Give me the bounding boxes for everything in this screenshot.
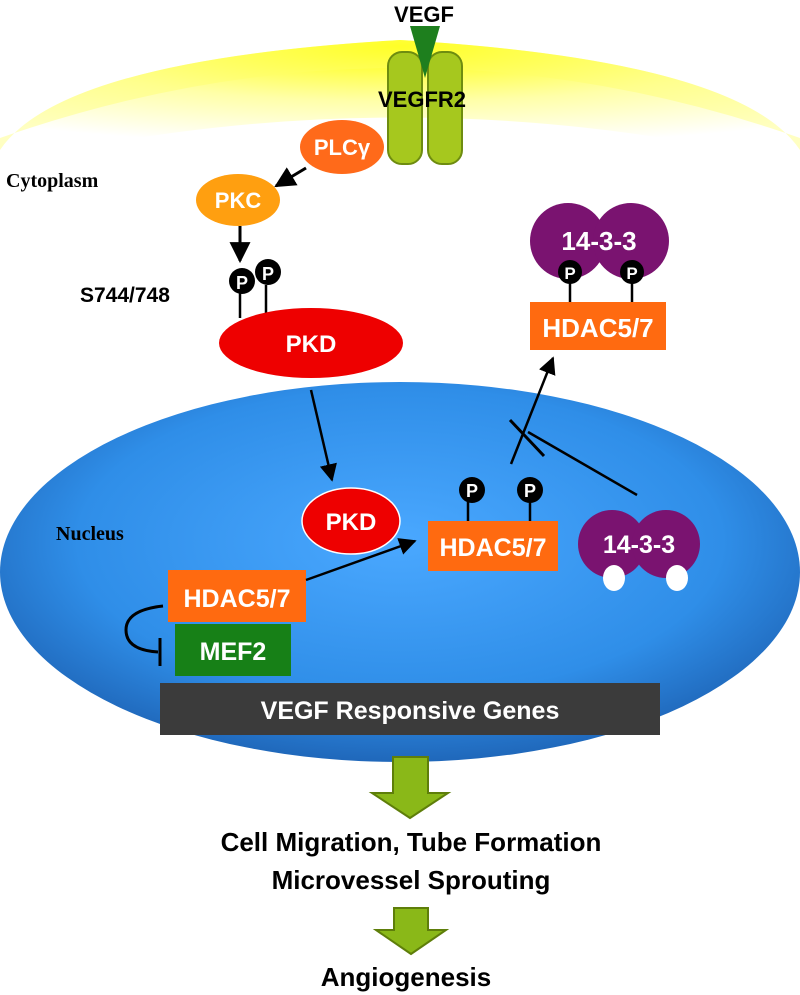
- cytoplasm-label: Cytoplasm: [6, 170, 99, 192]
- phosphosite-label: S744/748: [80, 284, 170, 307]
- vegfr2-receptor: [387, 26, 463, 165]
- svg-text:14-3-3: 14-3-3: [603, 531, 675, 559]
- svg-text:HDAC5/7: HDAC5/7: [184, 585, 291, 613]
- hdac-phospho-node: P P HDAC5/7: [428, 477, 558, 571]
- exported-hdac-complex: 14-3-3 P P HDAC5/7: [530, 203, 669, 350]
- pkd-cytoplasm-node: PKD: [219, 308, 403, 378]
- svg-text:MEF2: MEF2: [200, 638, 267, 666]
- plcg-node: PLCγ: [300, 120, 384, 174]
- phospho-p: P: [564, 264, 575, 283]
- outcome-line1: Cell Migration, Tube Formation: [221, 827, 602, 857]
- binding-bar: [508, 418, 546, 458]
- adapter-14-3-3-nucleus: 14-3-3: [578, 510, 700, 591]
- svg-text:PKD: PKD: [286, 331, 337, 358]
- pkd-nucleus-node: PKD: [301, 487, 401, 555]
- phospho-p: P: [262, 264, 274, 284]
- hdac-exported-label: HDAC5/7: [542, 313, 653, 343]
- arrow-hdac-export: [509, 356, 556, 465]
- svg-text:PLCγ: PLCγ: [314, 135, 371, 160]
- outcome-line2: Microvessel Sprouting: [272, 865, 551, 895]
- svg-text:PKD: PKD: [326, 509, 377, 536]
- repression-symbol: [124, 604, 164, 666]
- arrow-hdac-to-phospho: [305, 538, 417, 582]
- nucleus-label: Nucleus: [56, 523, 124, 545]
- angiogenesis-label: Angiogenesis: [321, 962, 491, 992]
- vegf-ligand-shape: [410, 26, 440, 78]
- svg-text:HDAC5/7: HDAC5/7: [440, 534, 547, 562]
- svg-text:VEGF Responsive Genes: VEGF Responsive Genes: [261, 697, 560, 725]
- vegf-label: VEGF: [394, 2, 454, 27]
- mef2-node: MEF2: [175, 624, 291, 676]
- phospho-p: P: [236, 273, 248, 293]
- hdac-repressor-node: HDAC5/7: [168, 570, 306, 622]
- pkc-node: PKC: [196, 174, 280, 226]
- vegfr2-label: VEGFR2: [378, 87, 466, 112]
- flow-arrow-genes-to-outcomes: [368, 756, 452, 820]
- vegf-responsive-genes-bar: VEGF Responsive Genes: [160, 683, 660, 735]
- phospho-p: P: [466, 481, 478, 501]
- svg-text:PKC: PKC: [215, 188, 262, 213]
- phospho-p: P: [626, 264, 637, 283]
- adapter-14-3-3-label: 14-3-3: [561, 226, 636, 256]
- flow-arrow-to-angiogenesis: [372, 907, 450, 956]
- line-14-3-3-binding: [527, 430, 638, 497]
- phospho-p: P: [524, 481, 536, 501]
- phospho-group-pkd: P P: [229, 259, 281, 318]
- arrow-plcg-to-pkc: [274, 166, 307, 188]
- arrow-pkd-to-nucleus: [309, 389, 337, 482]
